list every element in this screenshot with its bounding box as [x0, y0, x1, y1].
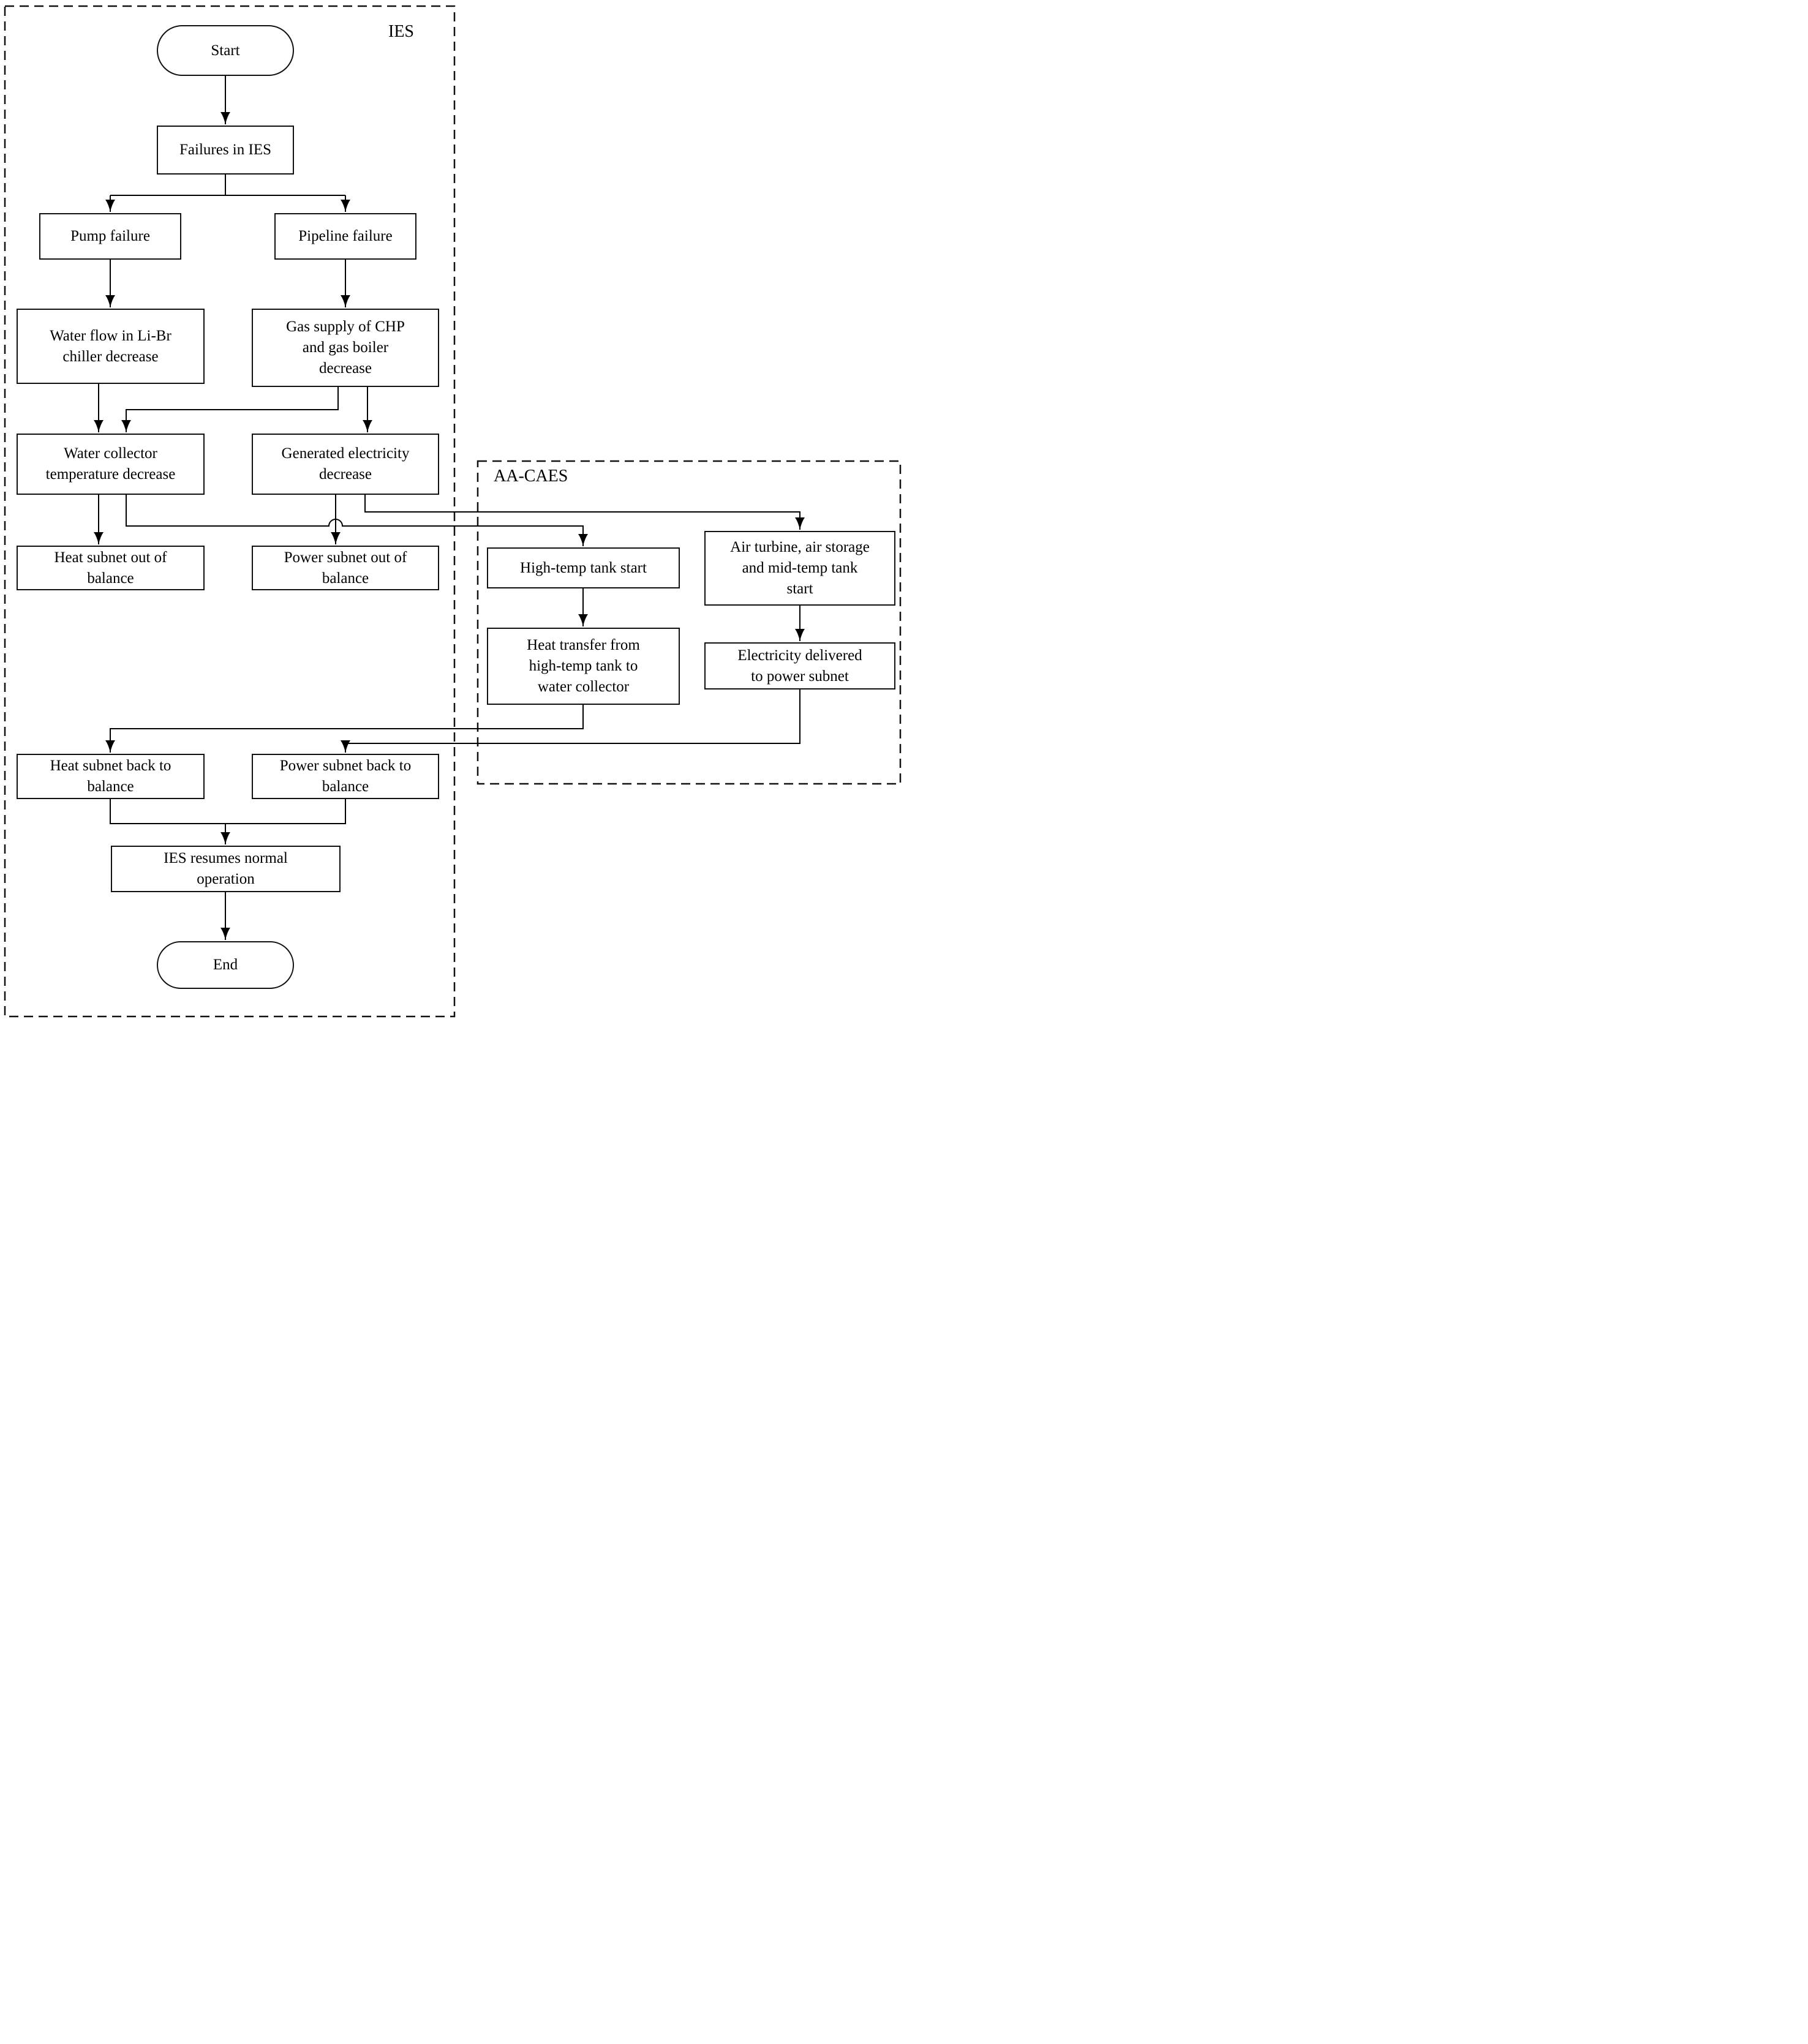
edge-watercollector-to-hightemp: [126, 495, 588, 546]
node-power-subnet-back: Power subnet back to balance: [252, 754, 439, 799]
node-end: End: [157, 941, 294, 989]
node-power-subnet-out: Power subnet out of balance: [252, 546, 439, 590]
node-high-temp-tank: High-temp tank start: [487, 547, 680, 588]
edge-failures-split: [110, 175, 345, 196]
edge-back-merge: [110, 799, 346, 824]
node-pipeline-failure: Pipeline failure: [274, 213, 416, 260]
flowchart-canvas: IES AA-CAES Start Failures in IES Pump f…: [0, 0, 904, 1022]
edge-generated-to-airturbine: [364, 495, 805, 530]
region-aa-caes-border: [476, 460, 902, 785]
flowchart-edges: [4, 5, 902, 1018]
node-pump-failure: Pump failure: [39, 213, 181, 260]
edge-elecdelivered-to-powerback: [341, 689, 800, 753]
node-water-collector: Water collector temperature decrease: [17, 434, 205, 495]
region-label-ies: IES: [388, 22, 414, 41]
node-start: Start: [157, 25, 294, 76]
node-water-flow: Water flow in Li-Br chiller decrease: [17, 309, 205, 384]
region-ies-border: [4, 5, 456, 1018]
node-electricity-delivered: Electricity delivered to power subnet: [704, 642, 895, 689]
edge-gas-to-watercollector: [121, 387, 339, 432]
region-label-aa-caes: AA-CAES: [494, 467, 568, 486]
node-heat-subnet-back: Heat subnet back to balance: [17, 754, 205, 799]
node-ies-resumes: IES resumes normal operation: [111, 846, 341, 892]
node-failures-in-ies: Failures in IES: [157, 126, 294, 175]
node-heat-transfer: Heat transfer from high-temp tank to wat…: [487, 628, 680, 705]
node-generated-electricity: Generated electricity decrease: [252, 434, 439, 495]
node-gas-supply: Gas supply of CHP and gas boiler decreas…: [252, 309, 439, 387]
edge-heattransfer-to-heatback: [105, 705, 584, 753]
node-air-turbine: Air turbine, air storage and mid-temp ta…: [704, 531, 895, 606]
node-heat-subnet-out: Heat subnet out of balance: [17, 546, 205, 590]
